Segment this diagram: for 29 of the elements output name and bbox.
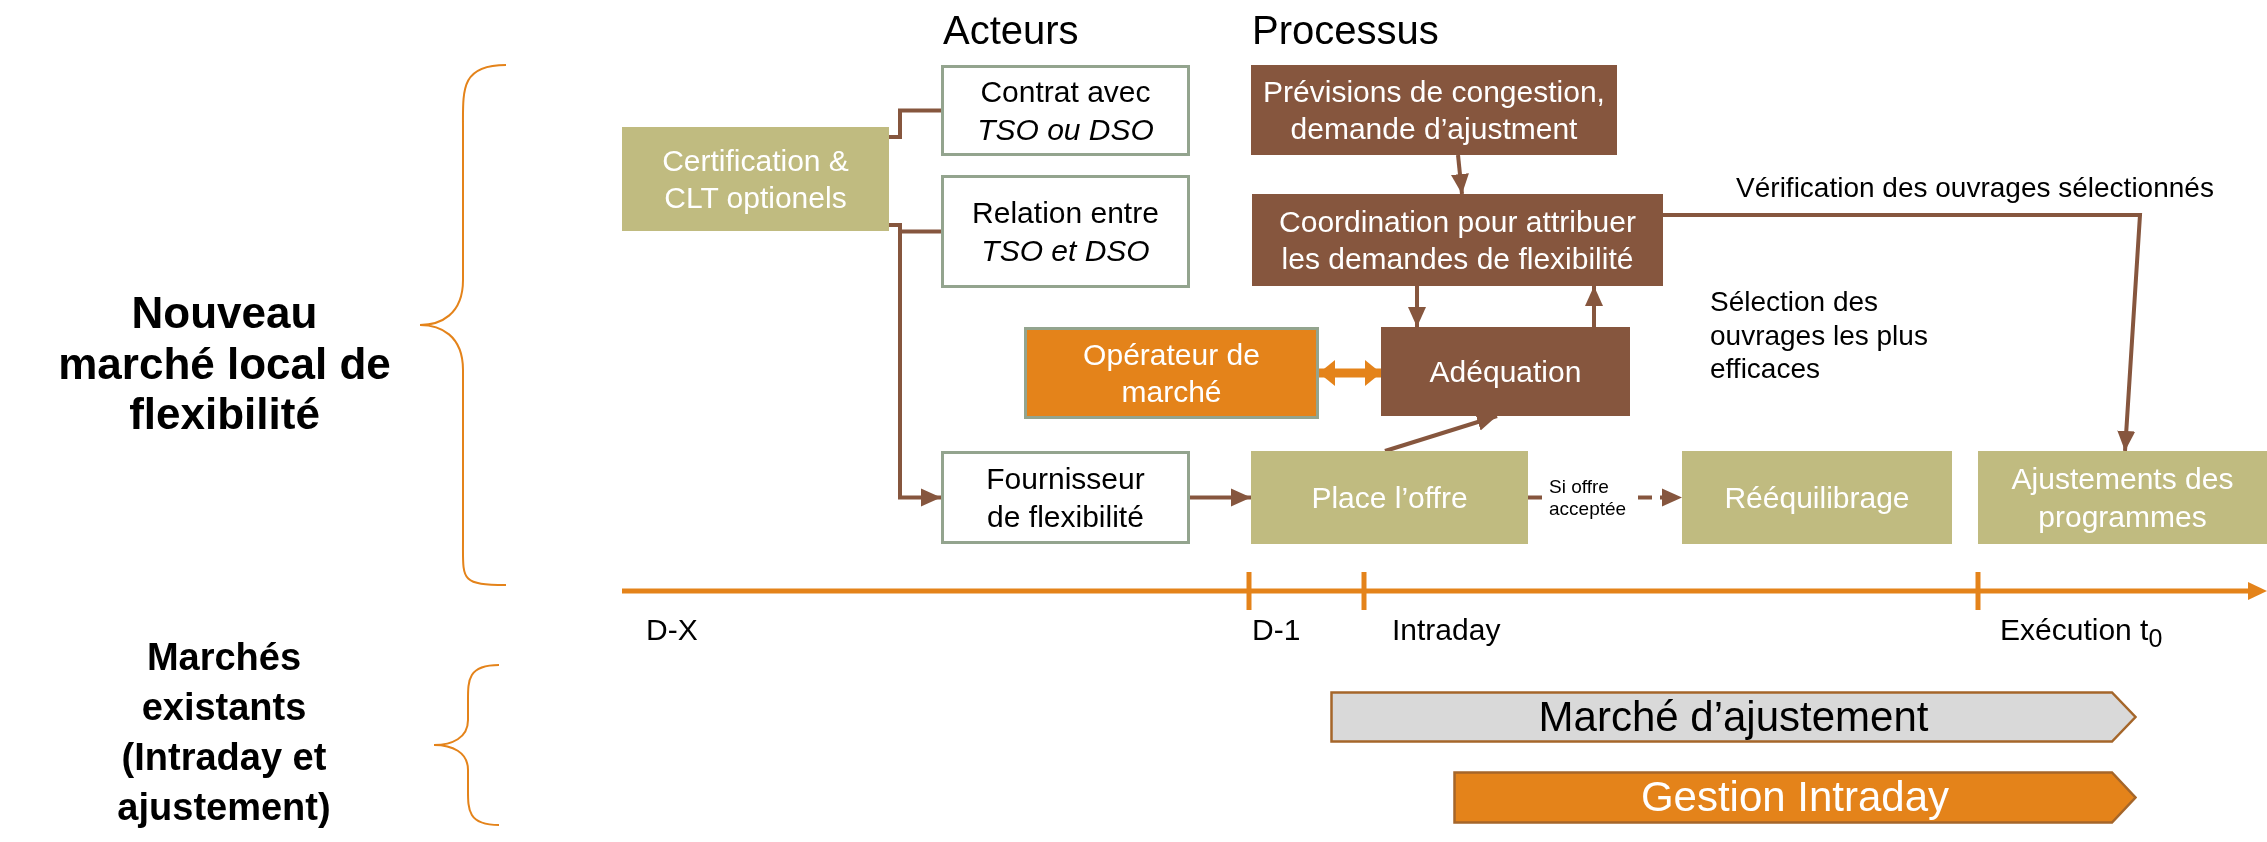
arrow	[1663, 213, 2143, 452]
row-heading: Nouveau marché local de flexibilité	[57, 288, 392, 440]
arrow	[1408, 286, 1426, 327]
actor-box: Contrat avec TSO ou DSO	[941, 65, 1190, 156]
timeline-label: Exécution t$_{0}$	[2000, 612, 2163, 653]
timeline-label: D-X	[646, 612, 698, 648]
arrow-band: Gestion Intraday	[1453, 771, 2137, 824]
column-heading: Processus	[1252, 7, 1439, 54]
actor-box: Relation entre TSO et DSO	[941, 175, 1190, 288]
process-box: Coordination pour attribuer les demandes de flexibilité	[1252, 194, 1663, 286]
process-box: Rééquilibrage	[1682, 451, 1952, 544]
actor-box: Fournisseur de flexibilité	[941, 451, 1190, 544]
timeline-label: D-1	[1252, 612, 1301, 648]
arrow-band: Marché d’ajustement	[1330, 691, 2137, 743]
column-heading: Acteurs	[943, 7, 1079, 54]
process-box: Ajustements des programmes	[1978, 451, 2267, 544]
arrow	[1451, 154, 1469, 195]
arrow	[889, 223, 941, 507]
arrow	[1585, 286, 1603, 327]
note: Sélection des ouvrages les plus efficaces	[1710, 285, 1929, 386]
process-box: Certification & CLT optionels	[622, 127, 889, 231]
actor-box: Opérateur de marché	[1024, 327, 1319, 419]
process-box: Prévisions de congestion, demande d’ajustment	[1251, 65, 1617, 155]
arrow	[1319, 360, 1381, 386]
process-box: Place l’offre	[1251, 451, 1528, 544]
timeline-label: Intraday	[1392, 612, 1501, 648]
process-box: Adéquation	[1381, 327, 1630, 416]
arrow	[1190, 488, 1251, 507]
row-heading: Marchés existants (Intraday et ajustement)	[116, 635, 332, 831]
